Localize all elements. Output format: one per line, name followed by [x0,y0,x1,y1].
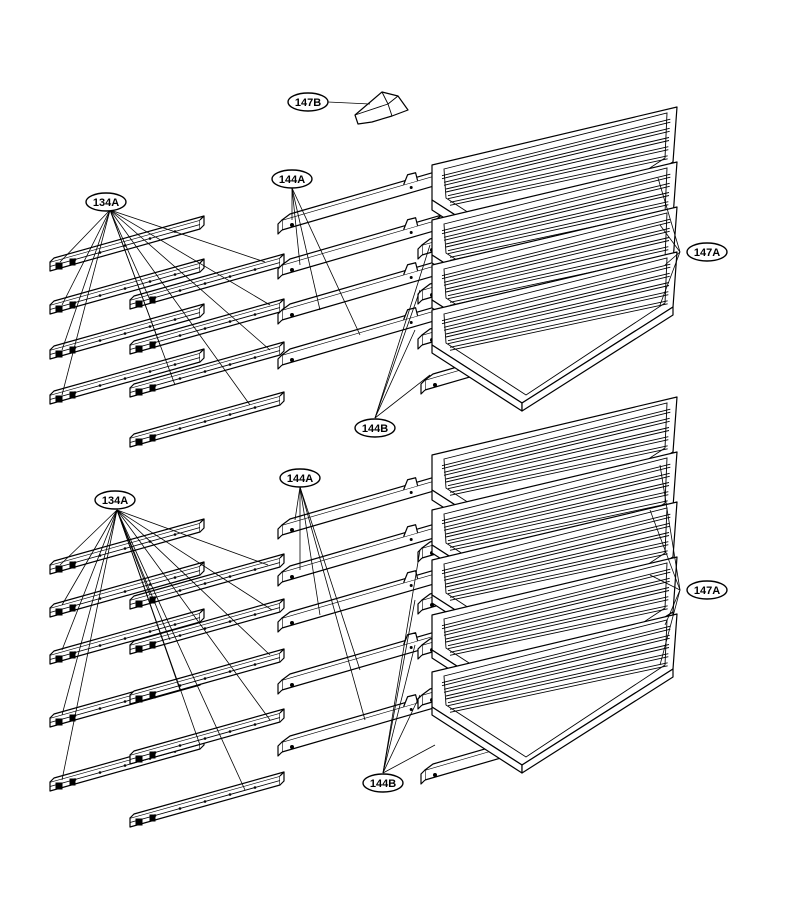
top-wire-shelves-147a [431,106,678,412]
callout-144a-top-label: 144A [279,174,305,186]
slide-rail [49,303,205,360]
slide-rail [49,561,205,618]
slide-rail [129,598,285,655]
callout-147a-top: 147A [686,242,728,262]
callout-147a-top-label: 147A [694,247,720,259]
callout-147b-label: 147B [295,97,321,109]
top-slide-rails-134a [49,215,285,448]
callout-144b-bottom: 144B [362,773,404,793]
slide-rail [129,708,285,765]
support-rail [277,629,443,695]
slide-rail [129,553,285,610]
callout-144a-top: 144A [271,169,313,189]
wire-shelf [431,613,678,774]
callout-134a-bottom: 134A [94,490,136,510]
bottom-wire-shelves-147a [431,396,678,774]
callout-147b: 147B [287,92,329,112]
callout-134a-top-label: 134A [93,197,119,209]
support-rail [277,567,443,633]
slide-rail [129,253,285,310]
callout-147a-bottom-label: 147A [694,585,720,597]
support-rail [277,474,443,540]
callout-134a-top: 134A [85,192,127,212]
slide-rail [49,518,205,575]
part-147b-bracket [354,91,409,125]
support-rail [277,169,443,235]
callout-144b-bottom-label: 144B [370,778,396,790]
callout-144b-top: 144B [354,418,396,438]
slide-rail [49,215,205,272]
callout-144a-bottom-label: 144A [287,473,313,485]
leader-147b [327,101,371,105]
callout-144b-top-label: 144B [362,423,388,435]
slide-rail [129,771,285,828]
slide-rail [129,648,285,705]
callout-134a-bottom-label: 134A [102,495,128,507]
slide-rail [129,341,285,398]
callout-147a-bottom: 147A [686,580,728,600]
wire-shelf [431,251,678,412]
slide-rail [49,608,205,665]
slide-rail [129,391,285,448]
leader-lines [59,177,681,791]
callout-144a-bottom: 144A [279,468,321,488]
